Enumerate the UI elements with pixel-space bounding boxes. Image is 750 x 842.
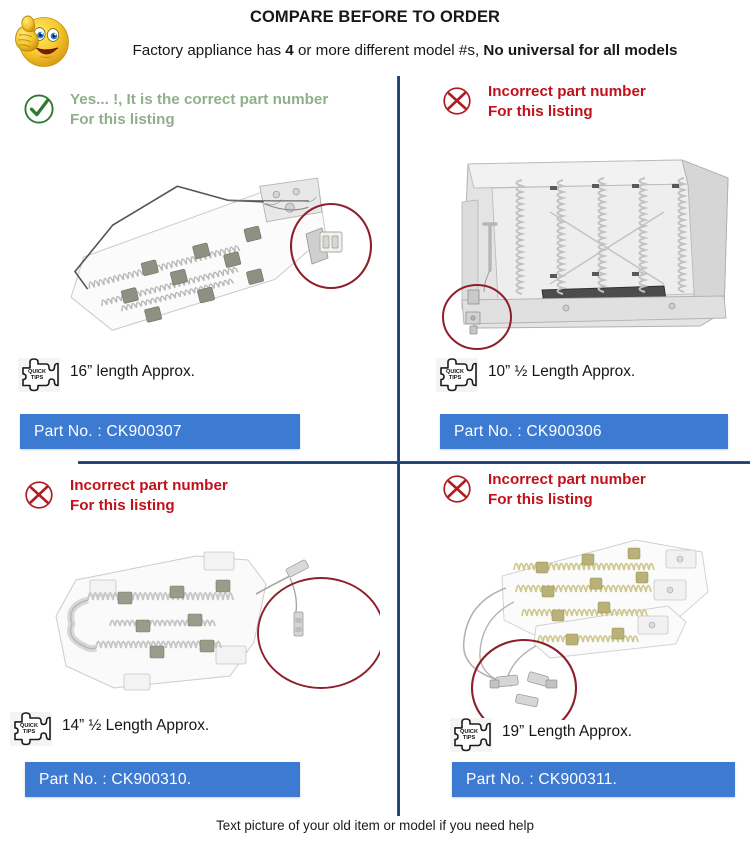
product-image-bottom-right: [440, 528, 750, 720]
quick-tips-puzzle-icon: QUICK TIPS: [10, 712, 52, 746]
svg-text:TIPS: TIPS: [463, 735, 476, 741]
status-text-top-right: Incorrect part number For this listing: [488, 82, 646, 122]
annotation-circle: [470, 638, 578, 720]
part-number-badge-bottom-right: Part No. : CK900311.: [452, 762, 735, 797]
footer-note: Text picture of your old item or model i…: [216, 818, 534, 833]
svg-text:QUICK: QUICK: [28, 369, 46, 375]
status-line-1: Incorrect part number: [488, 83, 646, 100]
svg-text:TIPS: TIPS: [23, 729, 36, 735]
subtitle-text-2: or more different model #s,: [293, 42, 484, 59]
status-line-2: For this listing: [70, 111, 175, 128]
status-line-1: Incorrect part number: [70, 477, 228, 494]
status-line-2: For this listing: [70, 497, 175, 514]
page-subtitle: Factory appliance has 4 or more differen…: [60, 42, 750, 59]
red-x-circle-icon: [440, 84, 474, 118]
length-label-top-right: 10” ½ Length Approx.: [488, 363, 636, 380]
subtitle-bold-warning: No universal for all models: [483, 42, 678, 59]
length-label-bottom-left: 14” ½ Length Approx.: [62, 717, 210, 734]
quick-tips-puzzle-icon: QUICK TIPS: [436, 358, 478, 392]
status-text-bottom-right: Incorrect part number For this listing: [488, 470, 646, 510]
quick-tips-puzzle-icon: QUICK TIPS: [18, 358, 60, 392]
vertical-divider: [397, 76, 400, 816]
green-check-circle-icon: [22, 92, 56, 126]
svg-text:TIPS: TIPS: [31, 375, 44, 381]
product-image-top-right: [432, 142, 750, 360]
svg-text:TIPS: TIPS: [449, 375, 462, 381]
thumbs-up-smiley-emoji: [6, 6, 74, 72]
red-x-circle-icon: [22, 478, 56, 512]
status-line-2: For this listing: [488, 103, 593, 120]
red-x-circle-icon: [440, 472, 474, 506]
annotation-circle: [257, 577, 380, 689]
annotation-circle: [289, 202, 373, 290]
part-number-badge-top-left: Part No. : CK900307: [20, 414, 300, 449]
svg-text:QUICK: QUICK: [20, 723, 38, 729]
status-line-2: For this listing: [488, 491, 593, 508]
subtitle-text-1: Factory appliance has: [132, 42, 286, 59]
product-image-bottom-left: [18, 538, 380, 710]
product-image-top-left: [28, 168, 380, 352]
length-label-top-left: 16” length Approx.: [70, 363, 195, 380]
svg-text:QUICK: QUICK: [460, 729, 478, 735]
subtitle-bold-count: 4: [285, 42, 294, 59]
svg-text:QUICK: QUICK: [446, 369, 464, 375]
horizontal-divider: [78, 461, 750, 464]
part-number-badge-bottom-left: Part No. : CK900310.: [25, 762, 300, 797]
annotation-circle: [442, 284, 512, 350]
page-title: COMPARE BEFORE TO ORDER: [249, 8, 501, 26]
status-line-1: Yes... !, It is the correct part number: [70, 91, 329, 108]
status-line-1: Incorrect part number: [488, 471, 646, 488]
quick-tips-puzzle-icon: QUICK TIPS: [450, 718, 492, 752]
length-label-bottom-right: 19” Length Approx.: [502, 723, 633, 740]
part-number-badge-top-right: Part No. : CK900306: [440, 414, 728, 449]
status-text-top-left: Yes... !, It is the correct part number …: [70, 90, 328, 130]
status-text-bottom-left: Incorrect part number For this listing: [70, 476, 228, 516]
